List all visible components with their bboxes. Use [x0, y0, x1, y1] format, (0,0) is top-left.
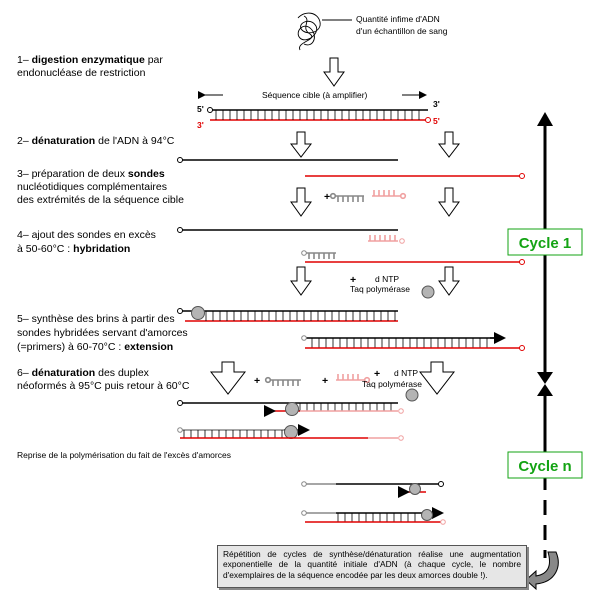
plus-sign-4: + [350, 274, 356, 286]
taq-label-6: Taq polymérase [362, 379, 422, 389]
svg-text:nucléotidiques complémentaires: nucléotidiques complémentaires [17, 181, 167, 193]
svg-text:des extrémités de la séquence: des extrémités de la séquence cible [17, 194, 184, 206]
svg-text:3– préparation de deux sondes: 3– préparation de deux sondes [17, 168, 165, 180]
five-prime-label-top: 5' [197, 104, 204, 114]
extension-duplex-a [177, 306, 398, 322]
hybrid-strand-black-4 [177, 227, 405, 244]
flow-arrow-3a [290, 187, 312, 217]
flow-arrow-4b [438, 266, 460, 296]
primer-pink-6 [336, 374, 371, 384]
svg-text:sondes hybridées servant d'amo: sondes hybridées servant d'amorces [17, 327, 188, 339]
flow-arrows [209, 57, 461, 395]
plus-sign-6a: + [254, 375, 260, 387]
reprise-duplex-a [301, 481, 444, 498]
three-prime-label-top: 3' [433, 99, 440, 109]
extension-duplex-b [301, 332, 525, 351]
sample-label-1: Quantité infime d'ADN [356, 14, 440, 24]
hybrid-strand-red-4 [301, 250, 525, 265]
denatured-strand-black [177, 157, 398, 163]
taq-polymerase-icon-6 [405, 388, 419, 402]
cycle-n-box: Cycle n [507, 451, 583, 479]
step-4-text: 4– ajout des sondes en excès à 50-60°C :… [17, 229, 156, 255]
svg-text:1– digestion enzymatique par: 1– digestion enzymatique par [17, 54, 163, 66]
flow-arrow-6b [418, 361, 456, 395]
plus-sign-6c: + [374, 368, 380, 380]
step6-duplex-a [177, 400, 404, 417]
flow-arrow-2a [289, 131, 313, 158]
target-sequence-label: Séquence cible (à amplifier) [262, 90, 368, 100]
primer-gray-3 [329, 192, 364, 202]
svg-text:néoformés à 95°C puis retour à: néoformés à 95°C puis retour à 60°C [17, 380, 190, 392]
primer-gray-6 [264, 376, 301, 386]
sample-label-2: d'un échantillon de sang [356, 26, 448, 36]
svg-text:à 50-60°C : hybridation: à 50-60°C : hybridation [17, 243, 130, 255]
step-2-text: 2– dénaturation de l'ADN à 94°C [17, 135, 175, 147]
reprise-duplex-b [301, 507, 446, 525]
svg-text:Cycle n: Cycle n [518, 458, 571, 475]
svg-text:6– dénaturation des duplex: 6– dénaturation des duplex [17, 367, 150, 379]
plus-sign-3: + [324, 191, 330, 203]
svg-text:(=primers) à 60-70°C : extensi: (=primers) à 60-70°C : extension [17, 341, 173, 353]
step6-duplex-b [177, 424, 404, 441]
svg-text:5– synthèse des brins à partir: 5– synthèse des brins à partir des [17, 313, 175, 325]
step-3-text: 3– préparation de deux sondes nucléotidi… [17, 168, 184, 206]
dna-sample-icon [297, 12, 352, 51]
taq-polymerase-icon-4 [421, 285, 435, 299]
plus-sign-6b: + [322, 375, 328, 387]
svg-text:endonucléase de restriction: endonucléase de restriction [17, 67, 146, 79]
cycle-1-box: Cycle 1 [507, 228, 583, 256]
step-6-text: 6– dénaturation des duplex néoformés à 9… [17, 367, 190, 392]
svg-text:4– ajout des sondes en excès: 4– ajout des sondes en excès [17, 229, 156, 241]
flow-arrow-4a [290, 266, 312, 296]
svg-text:2– dénaturation de l'ADN à 94°: 2– dénaturation de l'ADN à 94°C [17, 135, 175, 147]
original-dna-duplex [207, 107, 431, 123]
svg-text:Cycle 1: Cycle 1 [519, 235, 572, 252]
denatured-strand-red [305, 173, 525, 179]
return-arrow-icon [525, 551, 559, 591]
cycle-axis [537, 112, 553, 558]
primer-pink-3 [372, 190, 407, 200]
repetition-note: Répétition de cycles de synthèse/dénatur… [217, 545, 527, 588]
reprise-label: Reprise de la polymérisation du fait de … [17, 450, 231, 460]
flow-arrow-3b [438, 187, 460, 217]
step-1-text: 1– digestion enzymatique par endonucléas… [17, 54, 163, 79]
dntp-label-4: d NTP [375, 274, 399, 284]
flow-arrow-6a [209, 361, 247, 395]
dntp-label-6: d NTP [394, 368, 418, 378]
flow-arrow-2b [437, 131, 461, 158]
three-prime-label-bottom: 3' [197, 120, 204, 130]
taq-label-4: Taq polymérase [350, 284, 410, 294]
five-prime-label-bottom: 5' [433, 116, 440, 126]
step-5-text: 5– synthèse des brins à partir des sonde… [17, 313, 188, 353]
flow-arrow-1 [323, 57, 345, 87]
